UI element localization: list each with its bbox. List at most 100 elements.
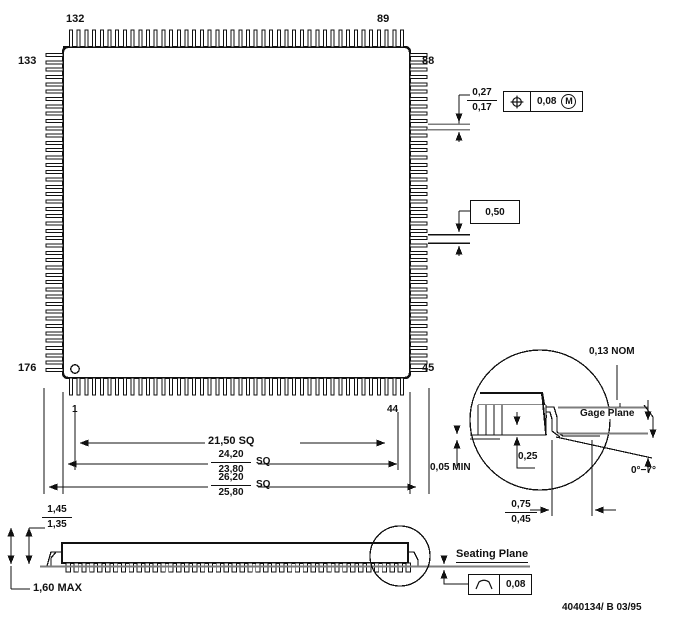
side-view-lead <box>160 562 166 573</box>
pin-left <box>45 162 64 167</box>
pin-label-176: 176 <box>18 362 37 374</box>
side-view-lead <box>223 562 229 573</box>
pin-top <box>392 29 397 48</box>
pin-bottom <box>76 377 81 396</box>
side-view-lead <box>286 562 293 573</box>
side-view-lead <box>247 562 253 573</box>
fraction-bar <box>211 461 251 464</box>
lead-width-min: 0,17 <box>472 102 492 114</box>
pin-right <box>409 221 428 226</box>
pin-top <box>92 29 97 48</box>
pin-left <box>45 287 64 292</box>
pin-top <box>369 29 374 48</box>
pin-bottom <box>184 377 189 396</box>
pin-left <box>45 170 64 175</box>
pin-right <box>409 324 428 329</box>
pin-top <box>84 29 89 48</box>
side-view-lead <box>294 562 301 573</box>
position-symbol-icon <box>510 95 524 109</box>
mmc-modifier-icon: M <box>561 94 577 109</box>
pin-bottom <box>284 377 289 396</box>
pins-top-row <box>69 29 404 48</box>
pin-bottom <box>346 377 351 396</box>
pin-left <box>45 140 64 145</box>
standoff-height-dimension: 1,45 1,35 <box>42 504 72 531</box>
pin-label-44: 44 <box>387 404 399 415</box>
pin-left <box>45 302 64 307</box>
pin-right <box>409 316 428 321</box>
pin-bottom <box>115 377 120 396</box>
side-view-lead <box>271 562 277 573</box>
flatness-symbol-cell <box>469 575 499 594</box>
pin-left <box>45 272 64 277</box>
pin-right <box>409 199 428 204</box>
pin-left <box>45 126 64 131</box>
pin-right <box>409 60 428 65</box>
pin-top <box>76 29 81 48</box>
body-dim-3-max: 26,20 <box>218 472 244 483</box>
pin-bottom <box>222 377 227 396</box>
pin-bottom <box>369 377 374 396</box>
pin-left <box>45 331 64 336</box>
body-dim-2-max: 24,20 <box>218 449 244 460</box>
side-view-lead <box>405 562 411 573</box>
pin-left <box>45 221 64 226</box>
pin-top <box>284 29 289 48</box>
pin-top <box>99 29 104 48</box>
pin-left <box>45 316 64 321</box>
pin-right <box>409 53 428 57</box>
pin-top <box>153 29 158 48</box>
pin-left <box>45 184 64 189</box>
side-view-lead <box>263 562 269 573</box>
side-view-lead <box>81 562 87 573</box>
pin-right <box>409 118 428 123</box>
pin-label-1: 1 <box>72 404 78 415</box>
pin-top <box>361 29 366 48</box>
pin-top <box>261 29 266 48</box>
pin-right <box>409 302 428 307</box>
pin-right <box>409 331 428 336</box>
gage-plane-offset-label: 0,13 NOM <box>589 346 635 357</box>
detail-view-circle <box>469 349 611 491</box>
pin-right <box>409 170 428 175</box>
detail-lead-outline <box>546 406 600 437</box>
standoff-min-label: 0,05 MIN <box>430 462 471 473</box>
side-view-lead <box>184 562 190 573</box>
side-view-lead <box>89 562 95 573</box>
pin-top <box>330 29 335 48</box>
pin-bottom <box>84 377 89 396</box>
side-view-lead <box>326 562 332 573</box>
pin-right <box>409 162 428 167</box>
pin-top <box>184 29 189 48</box>
pin-right <box>409 243 428 248</box>
pin-bottom <box>361 377 366 396</box>
pin-left <box>45 133 64 138</box>
lead-angle-ray <box>555 436 653 459</box>
pin-bottom <box>353 377 358 396</box>
pin-left <box>45 96 64 101</box>
body-dimension-3: 26,20 25,80 SQ <box>211 472 270 499</box>
side-view-lead <box>279 562 285 573</box>
pin-top <box>169 29 174 48</box>
pin-bottom <box>230 377 235 396</box>
pin-left <box>45 74 64 79</box>
side-view-detail-circle <box>369 525 431 587</box>
side-view-lead <box>389 562 395 573</box>
pin-left <box>45 309 64 314</box>
pin-top <box>145 29 150 48</box>
side-view-lead <box>239 562 245 573</box>
side-view-lead <box>207 562 214 573</box>
side-view-left-lead <box>46 551 62 567</box>
pin-top <box>176 29 181 48</box>
pin-bottom <box>315 377 320 396</box>
pin-right <box>409 280 428 285</box>
pin-right <box>409 206 428 211</box>
body-dimension-1-label: 21,50 SQ <box>208 435 255 447</box>
side-view-right-lead <box>408 551 428 567</box>
seating-plane-label: Seating Plane <box>456 549 529 563</box>
position-symbol-cell <box>504 92 530 111</box>
pin-top <box>315 29 320 48</box>
pin-top <box>376 29 381 48</box>
gage-plane-label: Gage Plane <box>578 408 637 419</box>
pin-left <box>45 228 64 233</box>
